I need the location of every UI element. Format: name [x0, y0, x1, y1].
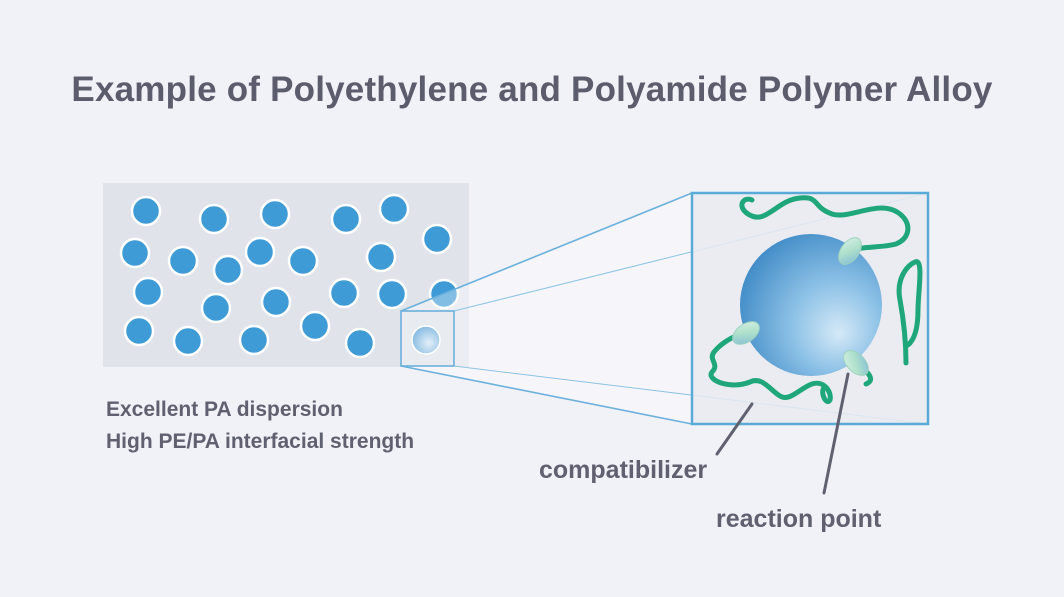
pa-particle [365, 241, 397, 273]
leader-lines [715, 372, 850, 495]
selected-pa-particle [411, 325, 441, 355]
compatibilizer-chain [896, 259, 923, 366]
pa-particle [287, 245, 319, 277]
pa-particle [376, 278, 408, 310]
reaction-points [732, 237, 869, 376]
compatibilizer-chain [739, 195, 911, 254]
pa-particle-zoomed [740, 234, 882, 376]
pa-particle [259, 198, 291, 230]
pa-particle [260, 286, 292, 318]
pa-particle [421, 223, 453, 255]
compatibilizer-chain [708, 329, 833, 404]
note-interfacial-strength: High PE/PA interfacial strength [106, 430, 415, 453]
zoomed-view-frame [690, 191, 930, 426]
pa-particle [198, 203, 230, 235]
pa-particle [172, 325, 204, 357]
pa-particle [200, 292, 232, 324]
pa-particle [344, 327, 376, 359]
pa-particles [119, 193, 460, 359]
reaction-point-marker [838, 237, 862, 265]
compatibilizer-label: compatibilizer [539, 456, 708, 484]
pa-particle [238, 324, 270, 356]
magnification-box [400, 310, 455, 367]
pa-particle [212, 254, 244, 286]
note-dispersion: Excellent PA dispersion [106, 398, 343, 421]
compatibilizer-chains [708, 195, 923, 404]
reaction-point-marker [843, 350, 869, 376]
pe-matrix-panel [103, 183, 469, 367]
pa-particle [244, 236, 276, 268]
pa-particle [330, 203, 362, 235]
reaction-point-marker [732, 321, 760, 345]
pa-particle [119, 237, 151, 269]
reaction-point-leader [822, 372, 850, 495]
pa-particle [167, 245, 199, 277]
reaction-point-label: reaction point [716, 505, 882, 533]
pa-particle [132, 276, 164, 308]
pa-particle [328, 277, 360, 309]
pa-particle [130, 195, 162, 227]
pa-particle [299, 310, 331, 342]
compatibilizer-leader [715, 402, 754, 456]
pa-particle [378, 193, 410, 225]
diagram-title: Example of Polyethylene and Polyamide Po… [71, 70, 993, 109]
pa-particle [123, 315, 155, 347]
